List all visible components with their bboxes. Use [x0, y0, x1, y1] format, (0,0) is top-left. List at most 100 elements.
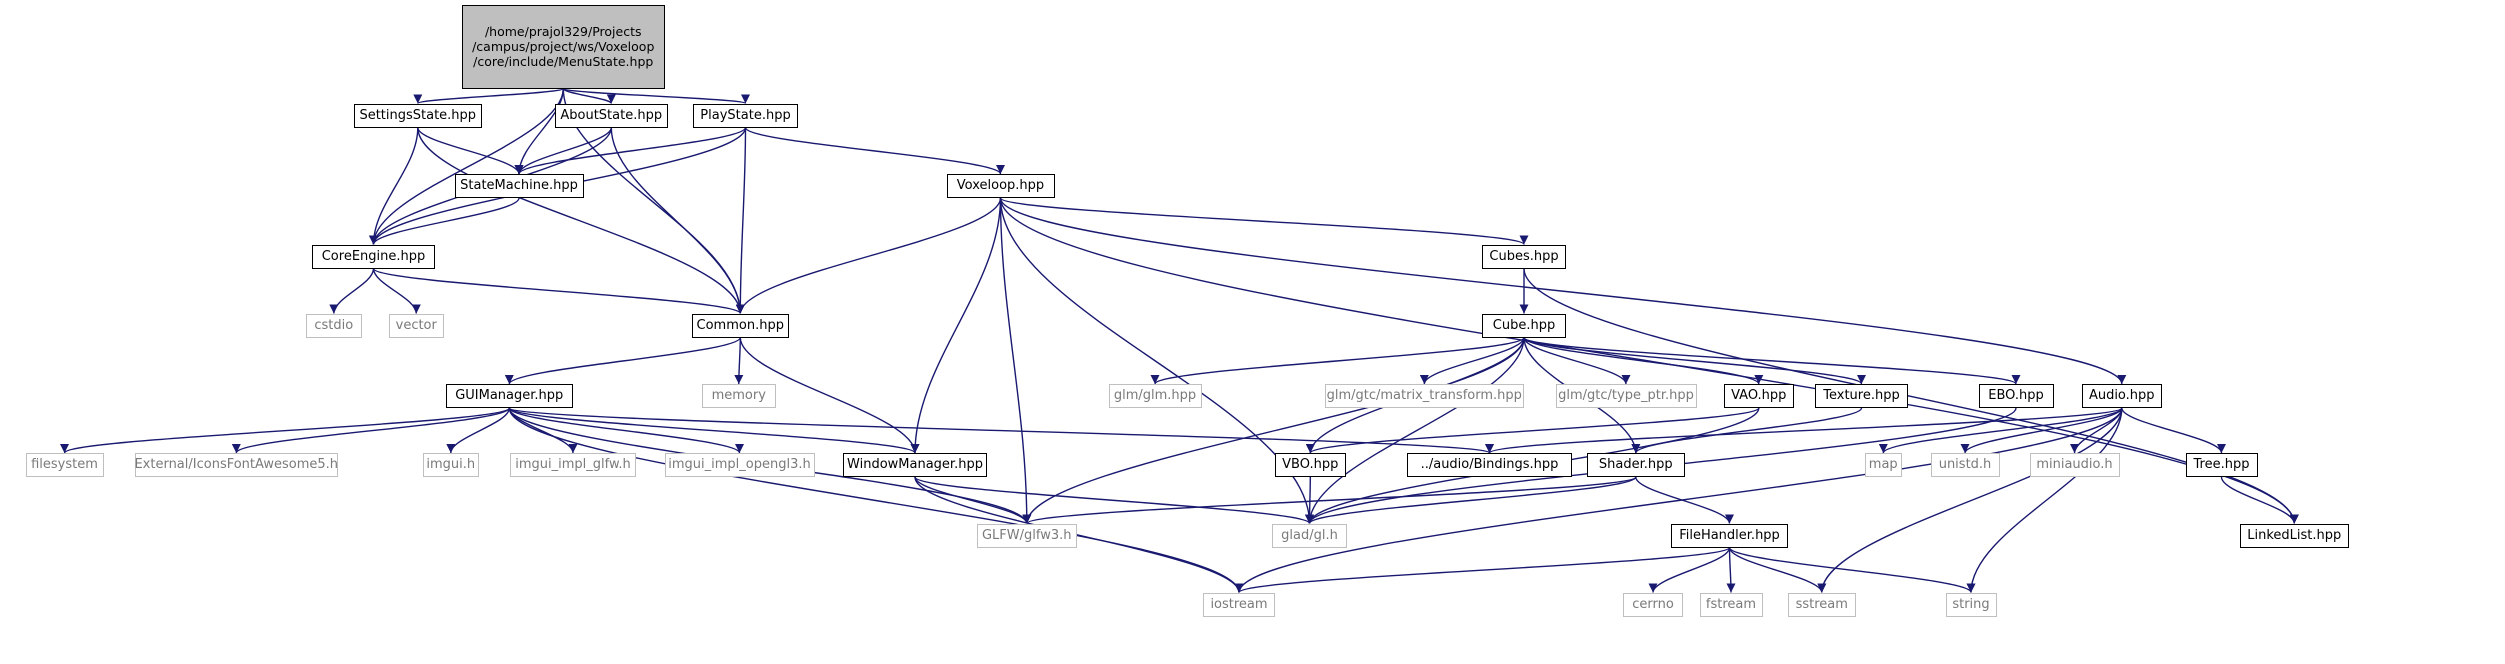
- edge-guimanager-to-filesystem: [60, 407, 510, 454]
- edge-filehandler-to-cerrno: [1648, 547, 1731, 593]
- edge-filehandler-to-string: [1728, 546, 1976, 594]
- system-header-node-cerrno: cerrno: [1623, 592, 1683, 617]
- system-header-node-fstream: fstream: [1699, 592, 1763, 617]
- file-node-cube[interactable]: Cube.hpp: [1482, 313, 1566, 338]
- edge-menustate-to-aboutstate: [562, 87, 616, 105]
- system-header-node-imgui: imgui.h: [423, 453, 479, 477]
- system-header-node-iconsfontawesome5: External/IconsFontAwesome5.h: [134, 453, 338, 477]
- edge-cube-to-glm_tp: [1523, 337, 1631, 385]
- edge-cube-to-ebo: [1523, 336, 2021, 385]
- edge-shader-to-gladgl: [1305, 476, 1637, 525]
- file-node-audio[interactable]: Audio.hpp: [2082, 384, 2162, 408]
- file-node-texture[interactable]: Texture.hpp: [1815, 384, 1908, 408]
- edge-voxeloop-to-gladgl: [999, 197, 1314, 524]
- system-header-node-cstdio: cstdio: [306, 313, 362, 338]
- system-header-node-imgui-impl-glfw: imgui_impl_glfw.h: [510, 453, 636, 477]
- edge-guimanager-to-imgui_h: [446, 407, 510, 454]
- edge-cubes-to-linkedlist: [1523, 268, 2299, 524]
- edge-coreengine-to-cstdio: [329, 268, 375, 314]
- edge-cube-to-glm_glm: [1150, 336, 1525, 385]
- edge-cube-to-texture: [1523, 336, 1866, 385]
- system-header-node-string: string: [1945, 592, 1997, 617]
- edge-audio-to-tree: [2121, 407, 2226, 454]
- edge-menustate-to-coreengine: [369, 88, 564, 245]
- system-header-node-vector: vector: [388, 313, 444, 338]
- system-header-node-sstream: sstream: [1788, 592, 1856, 617]
- edge-audio-to-bindings: [1485, 407, 2123, 454]
- file-node-statemachine[interactable]: StateMachine.hpp: [454, 174, 584, 198]
- file-node-linkedlist[interactable]: LinkedList.hpp: [2239, 523, 2349, 548]
- system-header-node-glm-glm: glm/glm.hpp: [1108, 384, 1202, 408]
- system-header-node-glfw3: GLFW/glfw3.h: [976, 523, 1077, 548]
- edge-guimanager-to-iconsfont: [231, 407, 510, 454]
- edge-tree-to-linkedlist: [2220, 476, 2299, 524]
- file-node-guimanager[interactable]: GUIManager.hpp: [445, 384, 573, 408]
- file-node-vao[interactable]: VAO.hpp: [1723, 384, 1794, 408]
- system-header-node-unistd: unistd.h: [1930, 453, 2000, 477]
- edge-common-to-guimanager: [504, 336, 741, 385]
- file-node-voxeloop[interactable]: Voxeloop.hpp: [946, 174, 1055, 198]
- edge-vao-to-vbo: [1306, 407, 1760, 454]
- file-node-common[interactable]: Common.hpp: [691, 313, 789, 338]
- edge-windowmanager-to-iostream: [914, 476, 1244, 593]
- edge-common-to-memory: [734, 337, 744, 385]
- edge-menustate-to-settingsstate: [413, 87, 564, 105]
- edge-audio-to-sstream: [1817, 407, 2123, 593]
- edge-vbo-to-gladgl: [1305, 476, 1315, 524]
- edge-windowmanager-to-gladgl: [914, 476, 1314, 525]
- file-node-filehandler[interactable]: FileHandler.hpp: [1671, 523, 1788, 548]
- edge-guimanager-to-windowmanager: [508, 407, 920, 454]
- edge-voxeloop-to-common: [735, 197, 1002, 314]
- edge-common-to-windowmanager: [739, 337, 920, 454]
- edge-guimanager-to-imgui_opengl3: [508, 407, 744, 454]
- edge-settingsstate-to-coreengine: [369, 127, 419, 245]
- edge-cube-to-glm_mt: [1419, 337, 1525, 385]
- edge-voxeloop-to-cubes: [999, 197, 1529, 246]
- system-header-node-iostream: iostream: [1203, 592, 1275, 617]
- edge-texture-to-shader: [1631, 407, 1863, 454]
- edge-filehandler-to-iostream: [1234, 546, 1731, 594]
- system-header-node-filesystem: filesystem: [25, 453, 104, 477]
- system-header-node-glm-type-ptr: glm/gtc/type_ptr.hpp: [1555, 384, 1697, 408]
- edge-windowmanager-to-glfw3: [914, 476, 1032, 524]
- edge-audio-to-string: [1966, 407, 2123, 593]
- edge-settingsstate-to-common: [417, 127, 745, 314]
- edge-coreengine-to-vector: [372, 268, 421, 314]
- file-node-tree[interactable]: Tree.hpp: [2185, 453, 2258, 477]
- edge-statemachine-to-coreengine: [369, 197, 520, 245]
- system-header-node-map: map: [1864, 453, 1902, 477]
- edge-playstate-to-statemachine: [514, 126, 747, 175]
- edge-filehandler-to-sstream: [1728, 547, 1827, 593]
- root-file-node-menustate[interactable]: /home/prajol329/Projects /campus/project…: [462, 4, 665, 89]
- file-node-shader[interactable]: Shader.hpp: [1587, 453, 1685, 477]
- edge-shader-to-glfw3: [1022, 476, 1637, 525]
- file-node-settingsstate[interactable]: SettingsState.hpp: [354, 103, 482, 128]
- edge-audio-to-unistd: [1960, 407, 2123, 454]
- edge-cube-to-vao: [1523, 336, 1764, 385]
- file-node-ebo[interactable]: EBO.hpp: [1978, 384, 2054, 408]
- edge-playstate-to-common: [735, 127, 747, 314]
- file-node-vbo[interactable]: VBO.hpp: [1275, 453, 1346, 477]
- edge-aboutstate-to-common: [610, 127, 745, 314]
- system-header-node-glm-matrix-transform: glm/gtc/matrix_transform.hpp: [1324, 384, 1524, 408]
- file-node-windowmanager[interactable]: WindowManager.hpp: [843, 453, 987, 477]
- file-node-aboutstate[interactable]: AboutState.hpp: [555, 103, 668, 128]
- file-node-playstate[interactable]: PlayState.hpp: [693, 103, 798, 128]
- edge-cube-to-gladgl: [1305, 337, 1525, 524]
- file-node-coreengine[interactable]: CoreEngine.hpp: [312, 244, 435, 269]
- edge-shader-to-filehandler: [1635, 476, 1734, 524]
- system-header-node-miniaudio: miniaudio.h: [2029, 453, 2120, 477]
- edge-guimanager-to-iostream: [508, 407, 1244, 593]
- edge-coreengine-to-common: [372, 267, 745, 315]
- dependency-edges: [60, 87, 2299, 594]
- system-header-node-memory: memory: [702, 384, 776, 408]
- edge-guimanager-to-bindings: [508, 407, 1494, 454]
- edge-voxeloop-to-windowmanager: [910, 197, 1002, 454]
- system-header-node-imgui-impl-opengl3: imgui_impl_opengl3.h: [664, 453, 815, 477]
- edge-menustate-to-playstate: [562, 87, 750, 105]
- file-node-cubes[interactable]: Cubes.hpp: [1482, 244, 1566, 269]
- file-node-bindings[interactable]: ../audio/Bindings.hpp: [1407, 453, 1572, 477]
- edge-voxeloop-to-audio: [999, 197, 2127, 385]
- system-header-node-glad-gl: glad/gl.h: [1272, 523, 1347, 548]
